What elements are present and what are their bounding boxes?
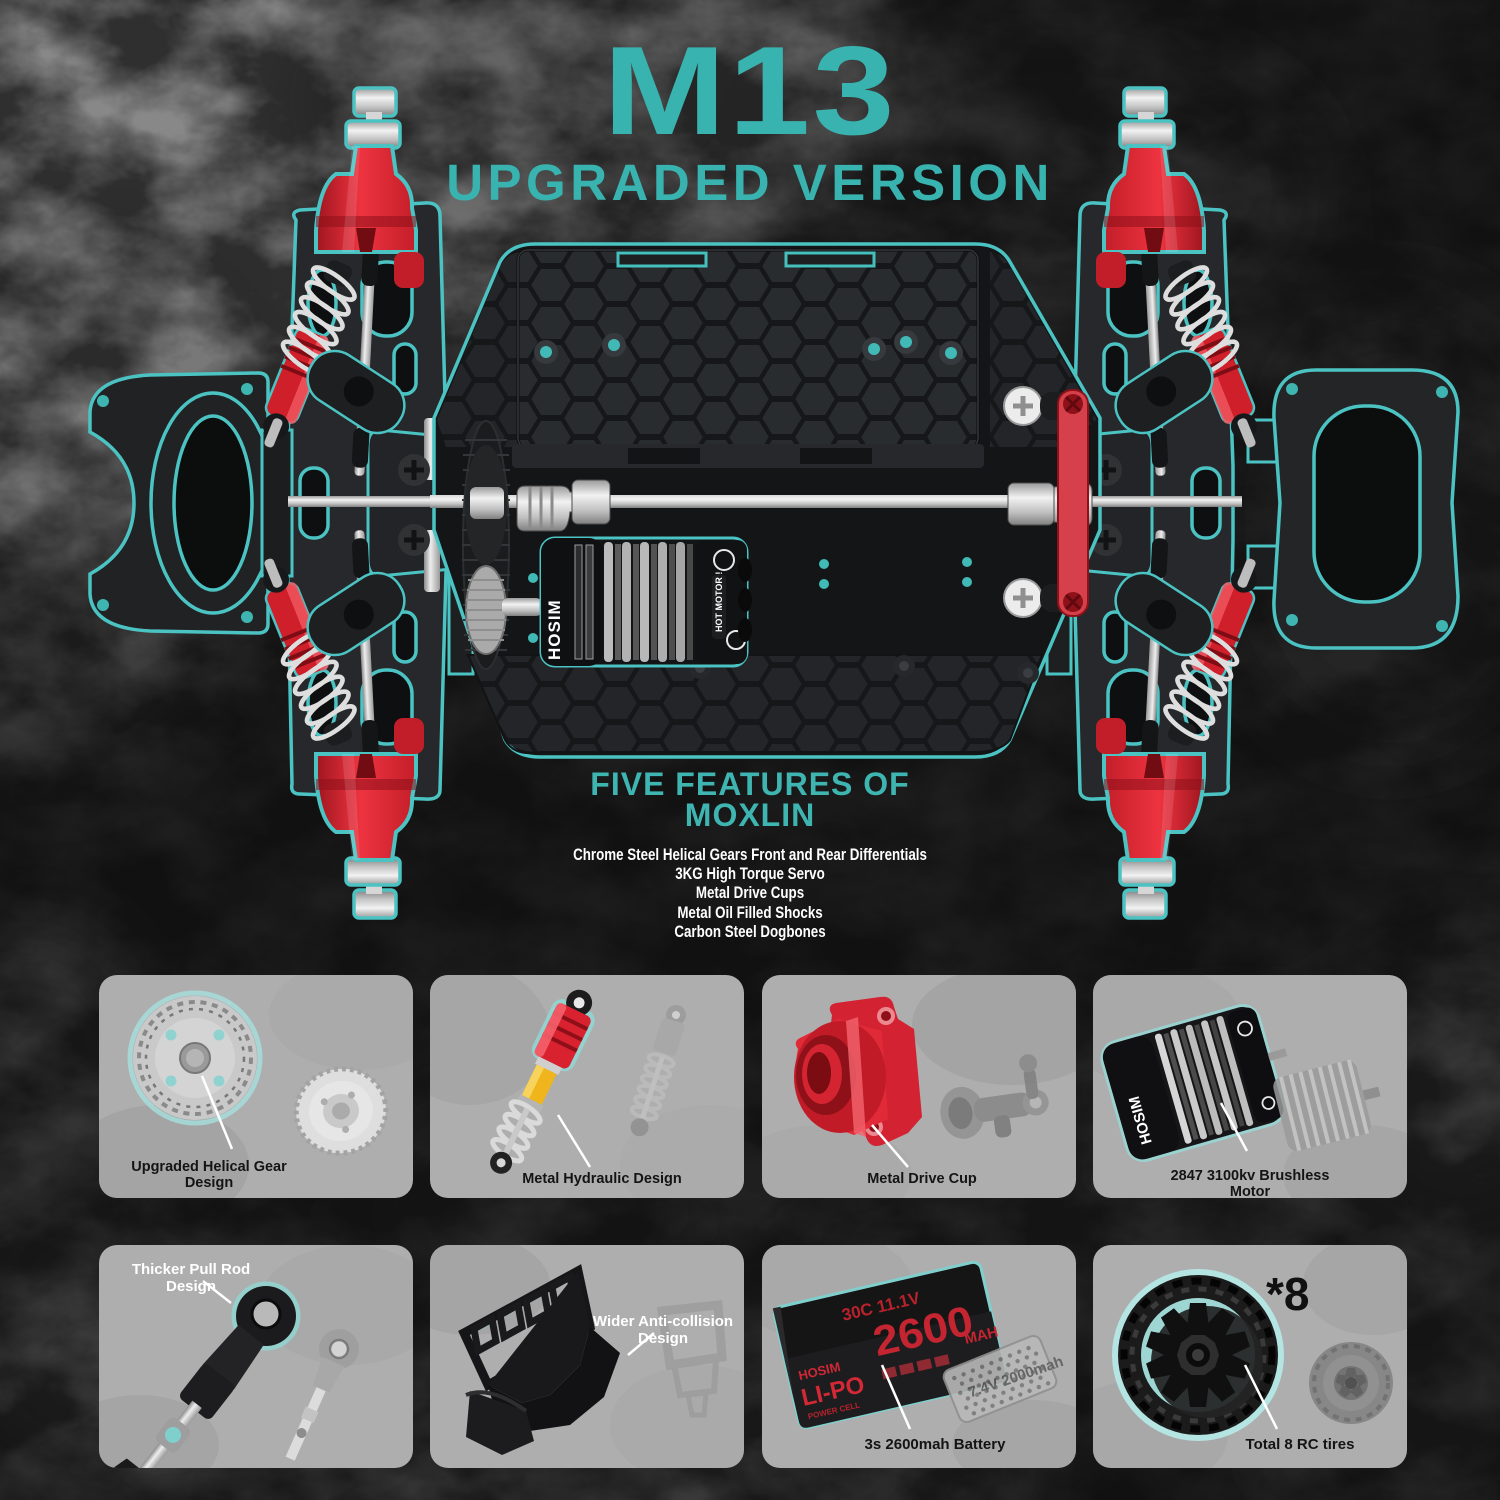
svg-text:HOT MOTOR !: HOT MOTOR ! [714,572,724,632]
svg-text:*8: *8 [1266,1268,1309,1320]
svg-text:Design: Design [166,1278,216,1295]
svg-text:Total 8 RC tires: Total 8 RC tires [1246,1436,1355,1453]
svg-text:Wider Anti-collision: Wider Anti-collision [593,1313,733,1330]
svg-text:Metal Hydraulic Design: Metal Hydraulic Design [522,1171,682,1187]
svg-text:Thicker Pull Rod: Thicker Pull Rod [132,1261,250,1278]
svg-text:Upgraded Helical Gear: Upgraded Helical Gear [131,1159,287,1175]
svg-text:Design: Design [185,1175,233,1191]
svg-text:HOSIM: HOSIM [545,599,564,660]
svg-text:Motor: Motor [1230,1184,1271,1198]
svg-text:3s 2600mah Battery: 3s 2600mah Battery [865,1436,1007,1453]
svg-text:2847 3100kv Brushless: 2847 3100kv Brushless [1171,1168,1330,1184]
svg-text:Design: Design [638,1330,688,1347]
svg-text:Metal Drive Cup: Metal Drive Cup [867,1171,977,1187]
